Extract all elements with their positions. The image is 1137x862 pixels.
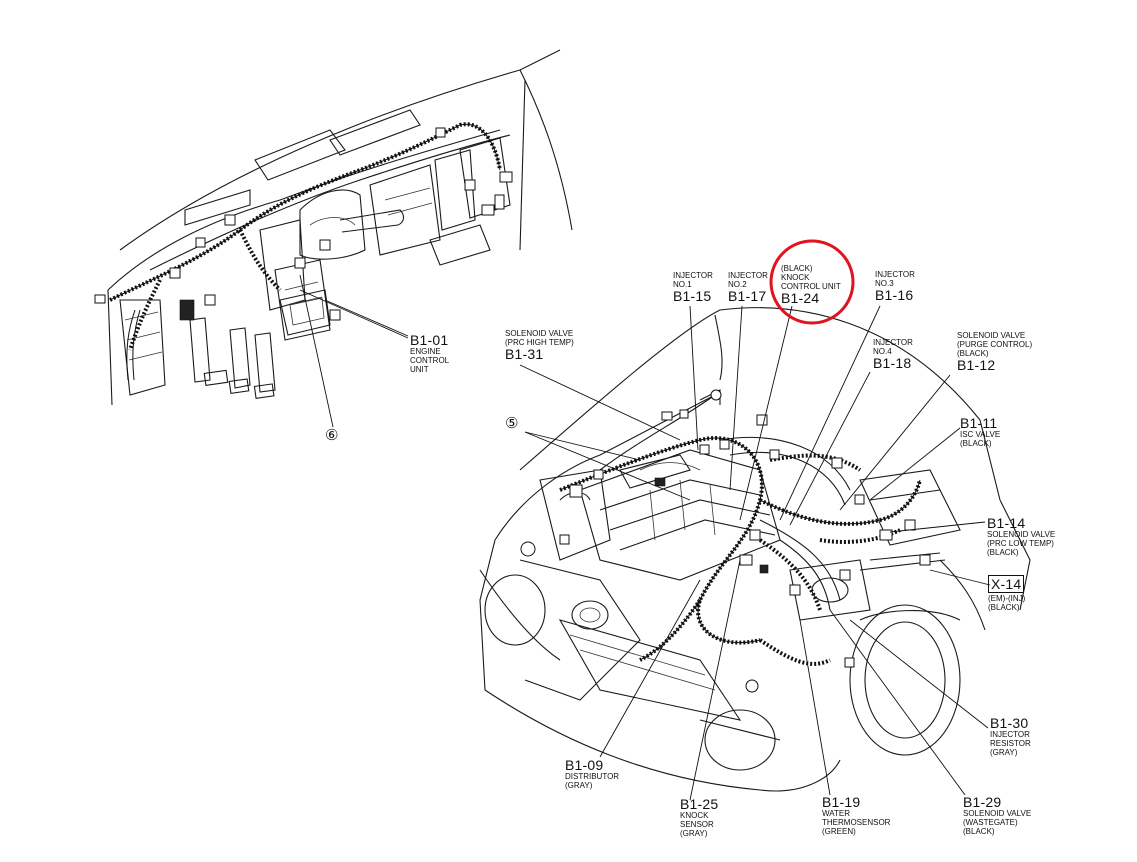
desc-b1-01-line1: ENGINE xyxy=(410,347,441,356)
code-b1-29: B1-29 xyxy=(963,794,1002,810)
desc-b1-16-line2: NO.3 xyxy=(875,279,894,288)
marker-6: ⑥ xyxy=(325,426,339,444)
code-b1-25: B1-25 xyxy=(680,796,719,812)
desc-b1-25-line3: (GRAY) xyxy=(680,829,708,838)
code-b1-19: B1-19 xyxy=(822,794,861,810)
label-b1-19: B1-19 WATER THERMOSENSOR (GREEN) xyxy=(822,795,890,836)
desc-b1-15-line1: INJECTOR xyxy=(673,271,713,280)
desc-b1-16-line1: INJECTOR xyxy=(875,270,915,279)
code-b1-16: B1-16 xyxy=(875,287,914,303)
desc-b1-01-line3: UNIT xyxy=(410,365,429,374)
code-b1-12: B1-12 xyxy=(957,357,996,373)
desc-b1-25-line1: KNOCK xyxy=(680,811,709,820)
desc-b1-29-line2: (WASTEGATE) xyxy=(963,818,1018,827)
label-b1-12: SOLENOID VALVE (PURGE CONTROL) (BLACK) B… xyxy=(957,331,1032,372)
label-b1-30: B1-30 INJECTOR RESISTOR (GRAY) xyxy=(990,716,1031,757)
desc-b1-09-line2: (GRAY) xyxy=(565,781,593,790)
desc-b1-31-line2: (PRC HIGH TEMP) xyxy=(505,338,574,347)
desc-b1-19-line1: WATER xyxy=(822,809,850,818)
code-b1-01: B1-01 xyxy=(410,332,449,348)
desc-b1-19-line3: (GREEN) xyxy=(822,827,856,836)
desc-b1-12-line3: (BLACK) xyxy=(957,349,989,358)
code-b1-09: B1-09 xyxy=(565,757,604,773)
engine-leaders xyxy=(519,305,991,801)
marker-5: ⑤ xyxy=(505,414,519,432)
label-b1-11: B1-11 ISC VALVE (BLACK) xyxy=(960,416,1000,448)
highlight-circle xyxy=(769,239,855,325)
desc-b1-15-line2: NO.1 xyxy=(673,280,692,289)
desc-b1-18-line1: INJECTOR xyxy=(873,338,913,347)
code-b1-17: B1-17 xyxy=(728,288,767,304)
label-b1-14: B1-14 SOLENOID VALVE (PRC LOW TEMP) (BLA… xyxy=(987,516,1055,557)
label-b1-24: (BLACK) KNOCK CONTROL UNIT B1-24 xyxy=(781,264,841,305)
desc-b1-31-line1: SOLENOID VALVE xyxy=(505,329,574,338)
desc-b1-01-line2: CONTROL xyxy=(410,356,450,365)
desc-b1-17-line1: INJECTOR xyxy=(728,271,768,280)
code-b1-15: B1-15 xyxy=(673,288,712,304)
code-b1-24: B1-24 xyxy=(781,290,820,306)
code-b1-11: B1-11 xyxy=(960,415,998,431)
desc-b1-14-line1: SOLENOID VALVE xyxy=(987,530,1056,539)
desc-b1-11-line2: (BLACK) xyxy=(960,439,992,448)
desc-b1-24-line1: (BLACK) xyxy=(781,264,813,273)
dashboard-leaders xyxy=(299,274,409,428)
desc-b1-14-line3: (BLACK) xyxy=(987,548,1019,557)
code-b1-30: B1-30 xyxy=(990,715,1029,731)
desc-b1-18-line2: NO.4 xyxy=(873,347,892,356)
label-b1-01: B1-01 ENGINE CONTROL UNIT xyxy=(410,333,449,374)
desc-b1-12-line2: (PURGE CONTROL) xyxy=(957,340,1033,349)
label-b1-16: INJECTOR NO.3 B1-16 xyxy=(875,270,915,302)
desc-b1-19-line2: THERMOSENSOR xyxy=(822,818,891,827)
label-b1-18: INJECTOR NO.4 B1-18 xyxy=(873,338,913,370)
dashboard-drawing xyxy=(94,49,573,406)
label-x-14: X-14 (EM)-(INJ) (BLACK) xyxy=(988,575,1026,612)
engine-bay-drawing xyxy=(479,307,1031,792)
desc-b1-30-line1: INJECTOR xyxy=(990,730,1030,739)
label-b1-15: INJECTOR NO.1 B1-15 xyxy=(673,271,713,303)
label-b1-29: B1-29 SOLENOID VALVE (WASTEGATE) (BLACK) xyxy=(963,795,1031,836)
desc-x-14-line1: (EM)-(INJ) xyxy=(988,594,1026,603)
desc-b1-29-line3: (BLACK) xyxy=(963,827,995,836)
desc-x-14-line2: (BLACK) xyxy=(988,603,1020,612)
desc-b1-25-line2: SENSOR xyxy=(680,820,714,829)
desc-b1-09-line1: DISTRIBUTOR xyxy=(565,772,620,781)
desc-b1-24-line3: CONTROL UNIT xyxy=(781,282,841,291)
desc-b1-24-line2: KNOCK xyxy=(781,273,810,282)
code-b1-14: B1-14 xyxy=(987,515,1026,531)
desc-b1-17-line2: NO.2 xyxy=(728,280,747,289)
desc-b1-30-line3: (GRAY) xyxy=(990,748,1018,757)
desc-b1-14-line2: (PRC LOW TEMP) xyxy=(987,539,1054,548)
desc-b1-11-line1: ISC VALVE xyxy=(960,430,1001,439)
desc-b1-29-line1: SOLENOID VALVE xyxy=(963,809,1032,818)
code-b1-18: B1-18 xyxy=(873,355,912,371)
desc-b1-12-line1: SOLENOID VALVE xyxy=(957,331,1026,340)
label-b1-17: INJECTOR NO.2 B1-17 xyxy=(728,271,768,303)
label-b1-31: SOLENOID VALVE (PRC HIGH TEMP) B1-31 xyxy=(505,329,574,361)
label-b1-09: B1-09 DISTRIBUTOR (GRAY) xyxy=(565,758,619,790)
code-b1-31: B1-31 xyxy=(505,346,544,362)
code-x-14: X-14 xyxy=(988,575,1025,593)
label-b1-25: B1-25 KNOCK SENSOR (GRAY) xyxy=(680,797,718,838)
desc-b1-30-line2: RESISTOR xyxy=(990,739,1031,748)
